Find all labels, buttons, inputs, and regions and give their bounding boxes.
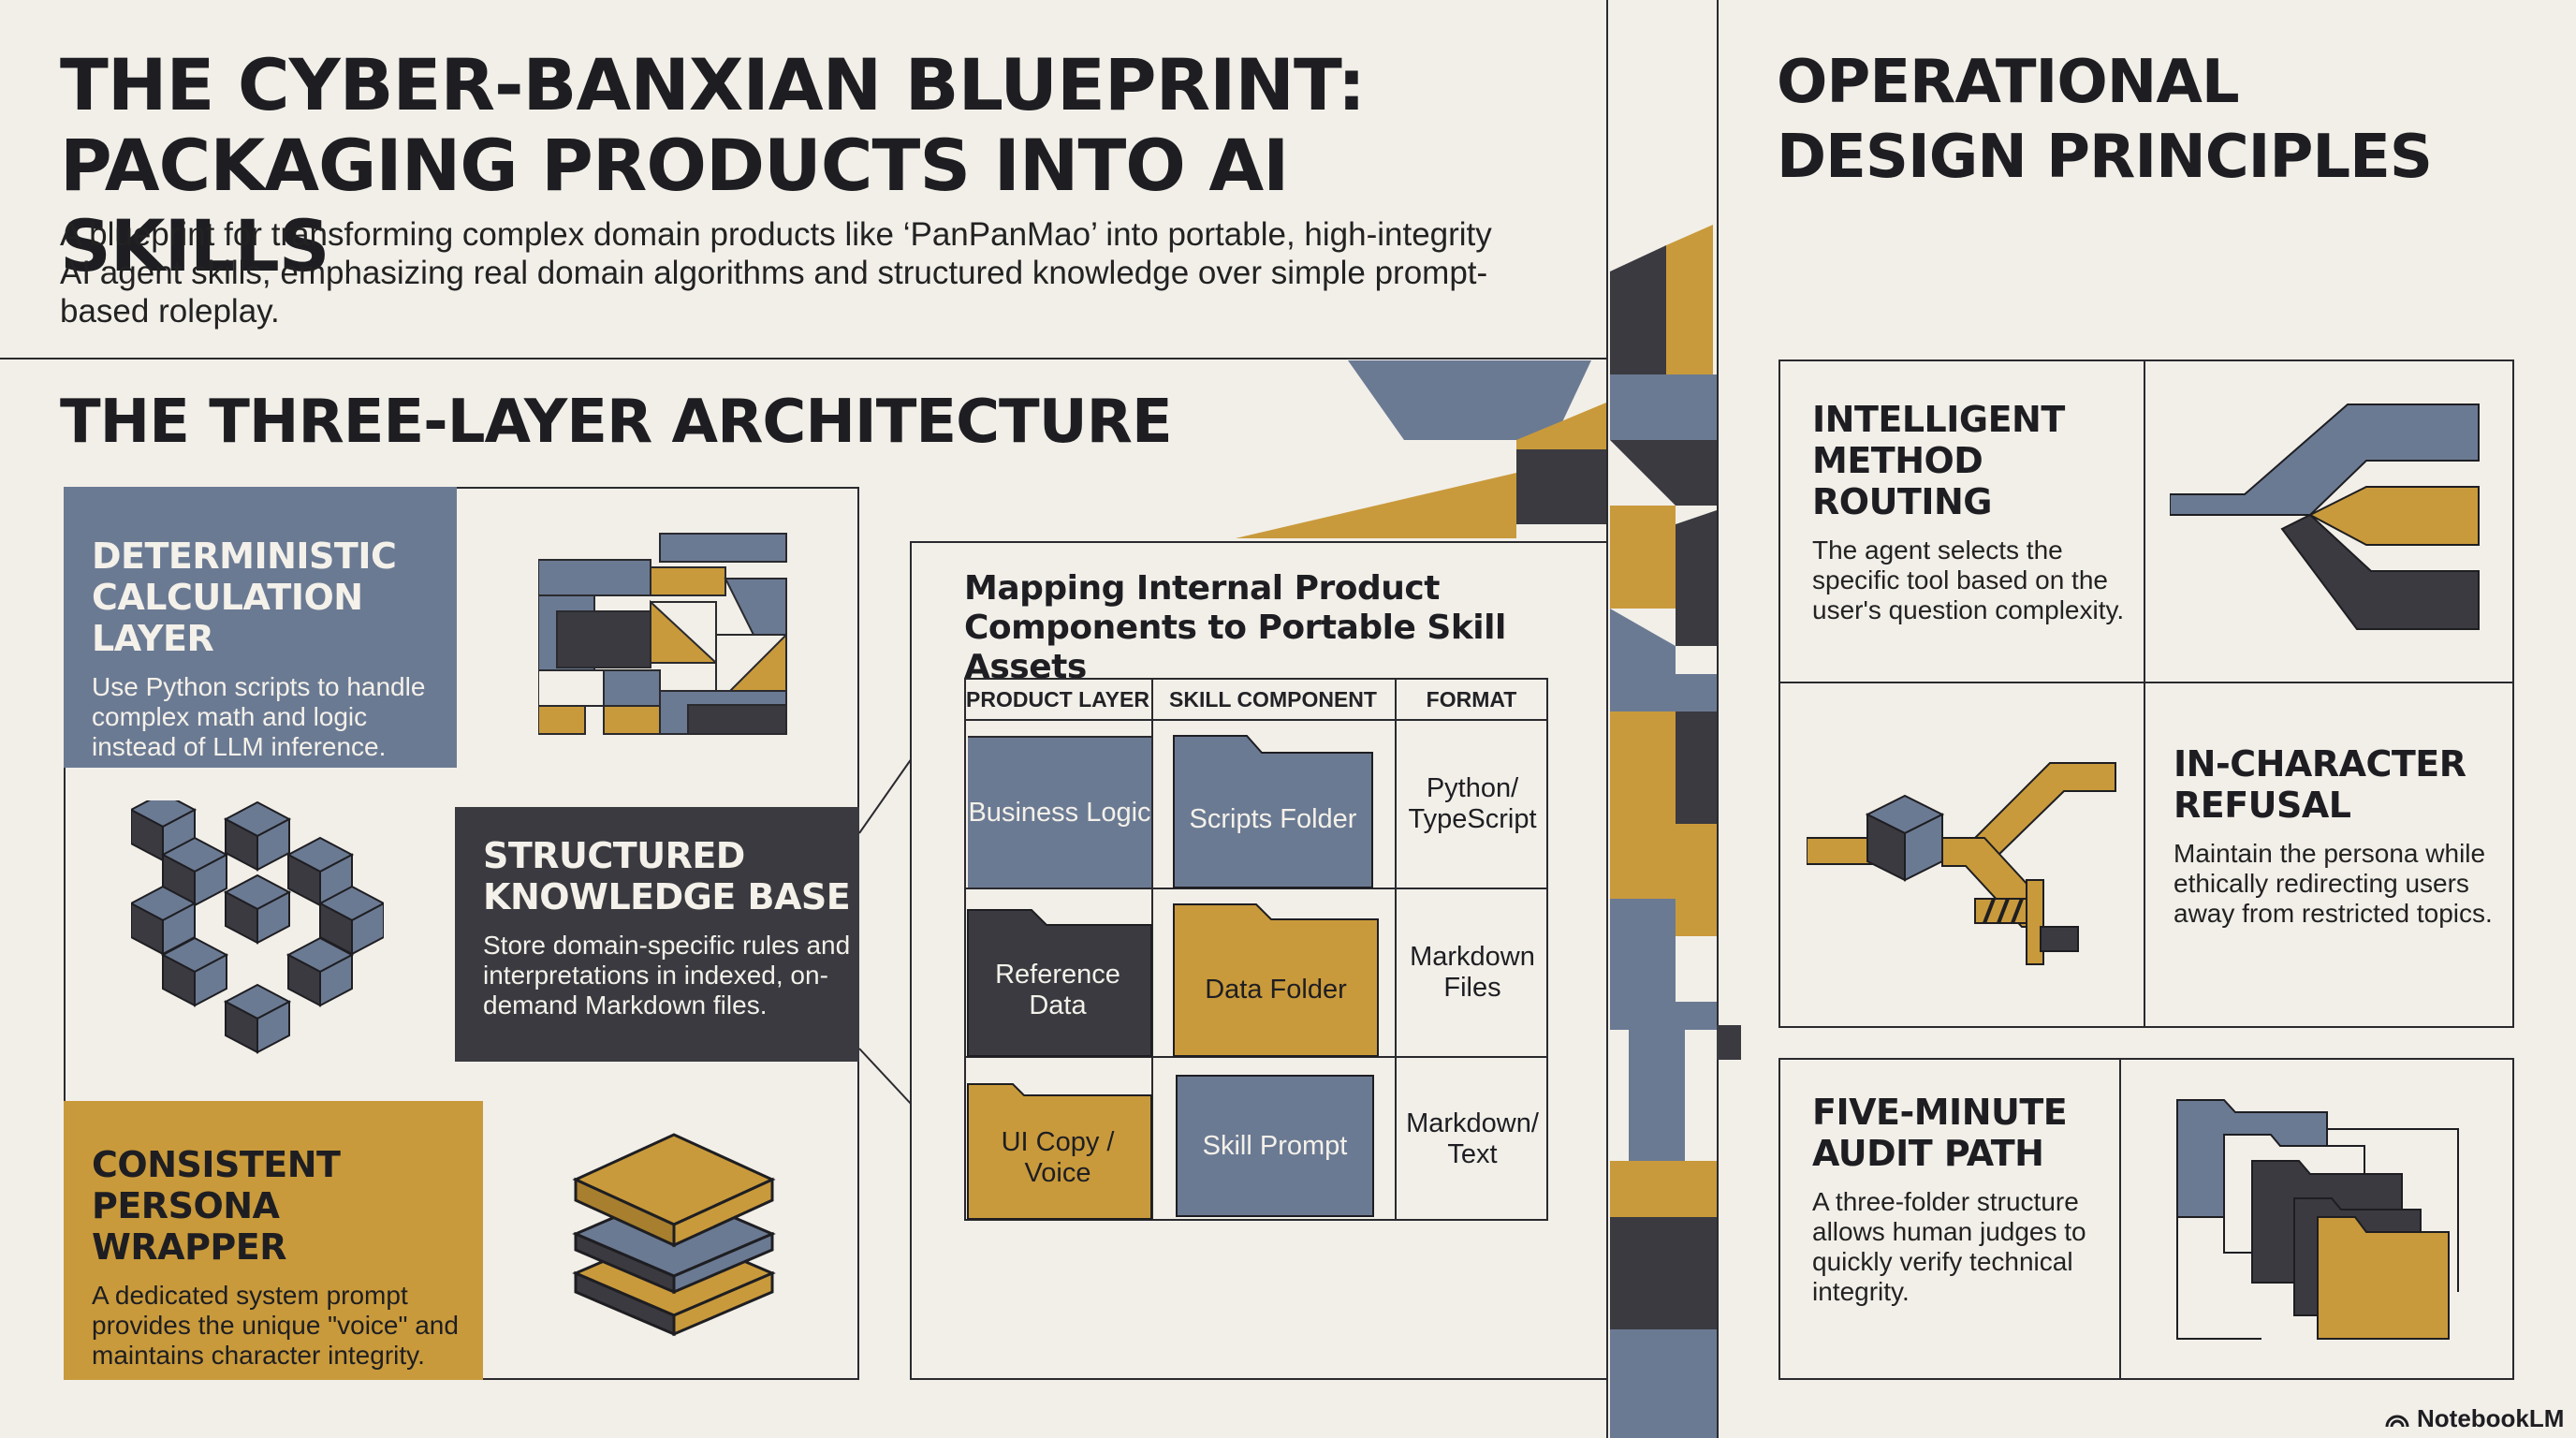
layer-desc: Store domain-specific rules and interpre… (483, 931, 851, 1020)
principles-title-line1: OPERATIONAL (1777, 48, 2240, 117)
geometric-spine-decoration (1236, 225, 1741, 1438)
product-ui-copy-voice: UI Copy / Voice (1001, 1127, 1115, 1188)
mapping-table (964, 678, 1548, 1221)
column-divider-right (1717, 0, 1719, 1438)
product-business-logic: Business Logic (968, 736, 1151, 888)
card-divider (2119, 1058, 2121, 1380)
skill-scripts-folder: Scripts Folder (1189, 803, 1357, 834)
col-header-product-layer: PRODUCT LAYER (966, 686, 1149, 712)
persona-wrapper-card: CONSISTENT PERSONA WRAPPER A dedicated s… (64, 1101, 483, 1380)
principle-desc: Maintain the persona while ethically red… (2174, 839, 2493, 928)
format-python-typescript: Python/ TypeScript (1408, 773, 1537, 834)
principle-title: INTELLIGENT METHOD ROUTING (1812, 399, 2065, 522)
stacked-layers-icon (572, 1133, 776, 1337)
skill-skill-prompt: Skill Prompt (1176, 1075, 1374, 1217)
notebooklm-label: NotebookLM (2417, 1404, 2565, 1432)
blocks-pattern-icon (538, 533, 787, 735)
page-title: THE CYBER-BANXIAN BLUEPRINT: PACKAGING P… (60, 45, 1520, 286)
notebooklm-logo-icon (2385, 1415, 2409, 1427)
page-title-line2: PACKAGING PRODUCTS INTO AI SKILLS (60, 124, 1289, 287)
mapping-title: Mapping Internal Product Components to P… (964, 569, 1506, 686)
three-folders-icon (2176, 1099, 2459, 1340)
folder-icon (967, 909, 1152, 1057)
principle-audit-text: FIVE-MINUTE AUDIT PATH A three-folder st… (1812, 1092, 2112, 1307)
table-header-divider (964, 719, 1548, 721)
page-subtitle: A blueprint for transforming complex dom… (60, 216, 1492, 330)
principle-title: FIVE-MINUTE AUDIT PATH (1812, 1092, 2068, 1174)
layer-title: DETERMINISTIC CALCULATION LAYER (92, 536, 397, 659)
page-title-line1: THE CYBER-BANXIAN BLUEPRINT: (60, 43, 1366, 126)
principle-refusal-text: IN-CHARACTER REFUSAL Maintain the person… (2174, 743, 2501, 929)
folder-icon (1173, 735, 1373, 888)
hexagon-cubes-icon (131, 800, 384, 1053)
layer-title: STRUCTURED KNOWLEDGE BASE (483, 835, 851, 917)
principle-title: IN-CHARACTER REFUSAL (2174, 743, 2466, 826)
col-header-skill-component: SKILL COMPONENT (1169, 686, 1377, 712)
principles-title-line2: DESIGN PRINCIPLES (1777, 123, 2433, 192)
connector-lines (858, 757, 913, 1106)
format-markdown-text: Markdown/ Text (1406, 1108, 1539, 1169)
architecture-title: THE THREE-LAYER ARCHITECTURE (60, 388, 1173, 457)
folder-icon (967, 1083, 1152, 1220)
card-divider (2144, 682, 2145, 1028)
principle-desc: The agent selects the specific tool base… (1812, 536, 2125, 624)
principle-routing-text: INTELLIGENT METHOD ROUTING The agent sel… (1812, 399, 2130, 625)
card-divider (2144, 360, 2145, 683)
layer-desc: A dedicated system prompt provides the u… (92, 1281, 459, 1370)
col-header-format: FORMAT (1426, 686, 1517, 712)
skill-data-folder: Data Folder (1205, 974, 1347, 1005)
deterministic-calculation-card: DETERMINISTIC CALCULATION LAYER Use Pyth… (64, 487, 457, 768)
layer-desc: Use Python scripts to handle complex mat… (92, 672, 426, 761)
principle-desc: A three-folder structure allows human ju… (1812, 1187, 2086, 1306)
structured-knowledge-card: STRUCTURED KNOWLEDGE BASE Store domain-s… (455, 807, 859, 1062)
layer-title: CONSISTENT PERSONA WRAPPER (92, 1144, 341, 1268)
principle-card-audit (1778, 1058, 2514, 1380)
format-markdown-files: Markdown Files (1410, 942, 1535, 1003)
product-reference-data: Reference Data (995, 960, 1120, 1020)
persona-redirect-icon (1807, 762, 2116, 965)
principle-card-refusal (1778, 682, 2514, 1028)
header-divider (0, 358, 1606, 360)
folder-icon (1173, 903, 1379, 1057)
routing-arrows-icon (2170, 404, 2480, 630)
notebooklm-brand: NotebookLM (2385, 1404, 2564, 1433)
table-col-divider-2 (1395, 678, 1397, 1221)
principles-title: OPERATIONAL DESIGN PRINCIPLES (1777, 45, 2433, 195)
